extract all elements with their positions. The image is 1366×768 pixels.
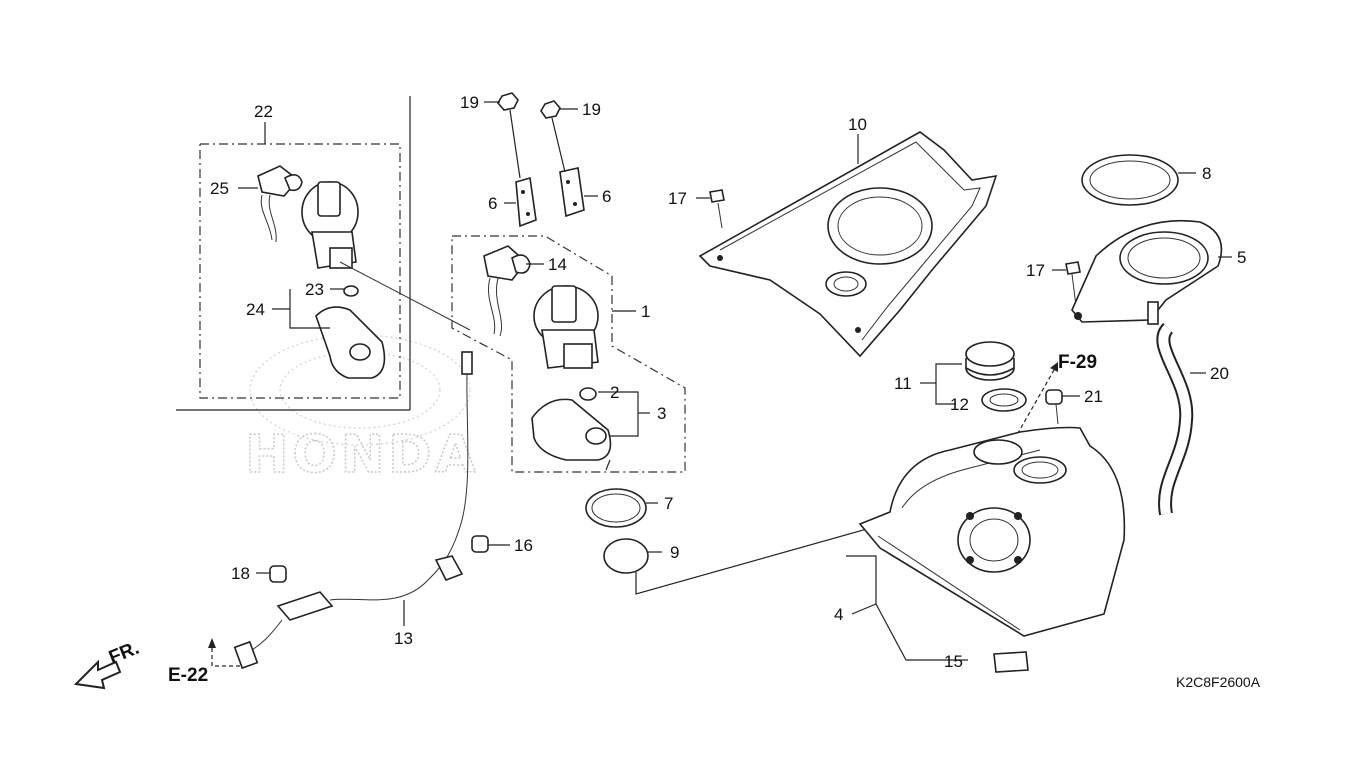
front-arrow-icon (73, 659, 122, 690)
callout-7: 7 (664, 494, 673, 513)
sub-harness-13 (233, 351, 473, 670)
bolt-21 (1045, 389, 1080, 425)
callout-13: 13 (394, 629, 413, 648)
callout-18: 18 (231, 564, 250, 583)
callout-10: 10 (848, 115, 867, 134)
fuel-tank-4 (846, 426, 1126, 661)
group-box-1 (451, 235, 686, 473)
packing-7 (585, 488, 658, 528)
cap-gasket-12 (981, 388, 1027, 412)
callout-6-left: 6 (488, 194, 497, 213)
callout-23: 23 (305, 280, 324, 299)
honda-watermark: HONDA (244, 334, 480, 486)
fuel-pump-1 (533, 285, 636, 369)
bracket-6-right (551, 117, 598, 218)
seal-23 (330, 285, 359, 297)
center-cover-10 (698, 131, 998, 358)
callout-25: 25 (210, 179, 229, 198)
group-box-22 (199, 122, 401, 399)
fuel-gauge-unit-14 (483, 245, 544, 337)
fuel-pump-22 (301, 181, 471, 331)
callout-5: 5 (1237, 248, 1246, 267)
callout-15: 15 (944, 652, 963, 671)
callout-11: 11 (894, 374, 912, 393)
inset-frame (176, 96, 411, 411)
callout-1: 1 (641, 302, 650, 321)
e22-reference (208, 638, 240, 667)
filler-cover-5 (1071, 219, 1232, 325)
callout-4: 4 (834, 605, 843, 624)
plate-gasket-3 (531, 391, 650, 461)
bolt-18 (256, 565, 287, 583)
callout-2: 2 (610, 383, 619, 402)
nut-19-right (540, 100, 578, 119)
callout-17-right: 17 (1026, 261, 1045, 280)
nut-19-left (484, 92, 519, 111)
callout-20: 20 (1210, 364, 1229, 383)
cushion-15 (993, 651, 1029, 673)
callout-3: 3 (657, 404, 666, 423)
front-label: FR. (106, 638, 142, 669)
f29-reference (1013, 362, 1058, 441)
screw-17-left (696, 189, 725, 229)
callout-17-left: 17 (668, 189, 687, 208)
plate-gasket-24 (272, 289, 386, 379)
ref-f29: F-29 (1058, 352, 1097, 373)
callout-19-right: 19 (582, 100, 601, 119)
fuel-gauge-unit-25 (238, 165, 303, 243)
ring-8 (1081, 154, 1196, 206)
drawing-code: K2C8F2600A (1176, 674, 1261, 690)
callout-9: 9 (670, 543, 679, 562)
callout-14: 14 (548, 255, 567, 274)
fuel-cap-11 (920, 341, 1015, 405)
bracket-6-left (504, 109, 537, 228)
drain-hose-20 (1156, 323, 1206, 516)
seal-2 (579, 387, 612, 401)
callout-12: 12 (950, 395, 969, 414)
watermark-text: HONDA (245, 425, 480, 485)
callout-8: 8 (1202, 164, 1211, 183)
ref-e22: E-22 (168, 665, 208, 686)
callout-labels: 22 25 23 24 19 19 6 6 14 1 2 3 7 9 16 18… (210, 93, 1246, 671)
callout-16: 16 (514, 536, 533, 555)
callout-22: 22 (254, 102, 273, 121)
callout-6-right: 6 (602, 187, 611, 206)
callout-19-left: 19 (460, 93, 479, 112)
callout-21: 21 (1084, 387, 1103, 406)
screw-17-right (1052, 261, 1081, 307)
bolt-16 (471, 535, 510, 553)
callout-24: 24 (246, 300, 265, 319)
